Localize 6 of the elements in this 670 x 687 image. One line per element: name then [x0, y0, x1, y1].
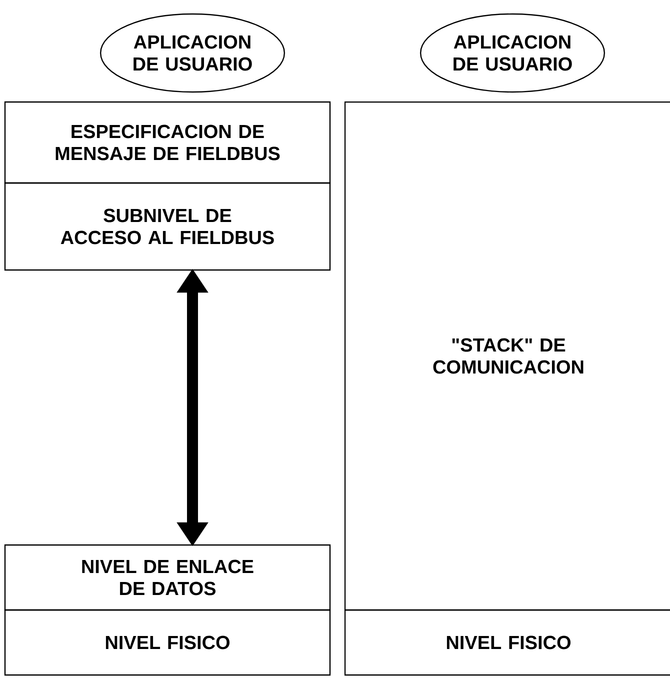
layer-box: NIVEL FISICO — [4, 609, 331, 676]
layer-box: "STACK" DE COMUNICACION — [344, 101, 670, 611]
layer-box: SUBNIVEL DE ACCESO AL FIELDBUS — [4, 182, 331, 271]
layer-box: NIVEL FISICO — [344, 609, 670, 676]
layer-box: NIVEL DE ENLACE DE DATOS — [4, 544, 331, 611]
layer-box: ESPECIFICACION DE MENSAJE DE FIELDBUS — [4, 101, 331, 184]
